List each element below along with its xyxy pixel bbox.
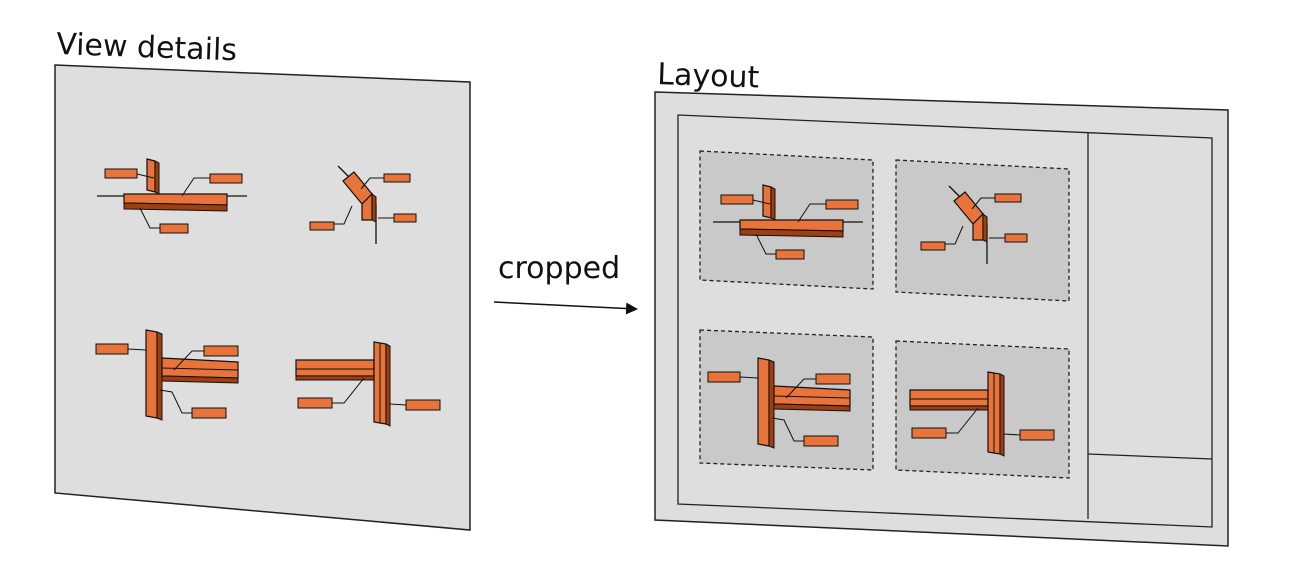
view-details-sheet <box>54 64 471 531</box>
viewport-beam-column <box>895 340 1070 479</box>
layout-drawing-frame <box>677 114 1213 528</box>
viewport-wall-branch <box>699 329 874 471</box>
title-block-divider-horizontal <box>1087 453 1213 460</box>
layout-panel: Layout <box>654 57 1229 547</box>
layout-title: Layout <box>657 57 760 96</box>
view-details-panel: View details <box>54 27 471 531</box>
cropped-arrow: cropped <box>493 251 638 315</box>
viewport-t-junction <box>699 150 874 290</box>
arrow-line <box>493 301 638 315</box>
view-details-title: View details <box>56 27 238 68</box>
cropped-label: cropped <box>498 251 620 286</box>
viewport-angled-joint <box>895 159 1070 302</box>
